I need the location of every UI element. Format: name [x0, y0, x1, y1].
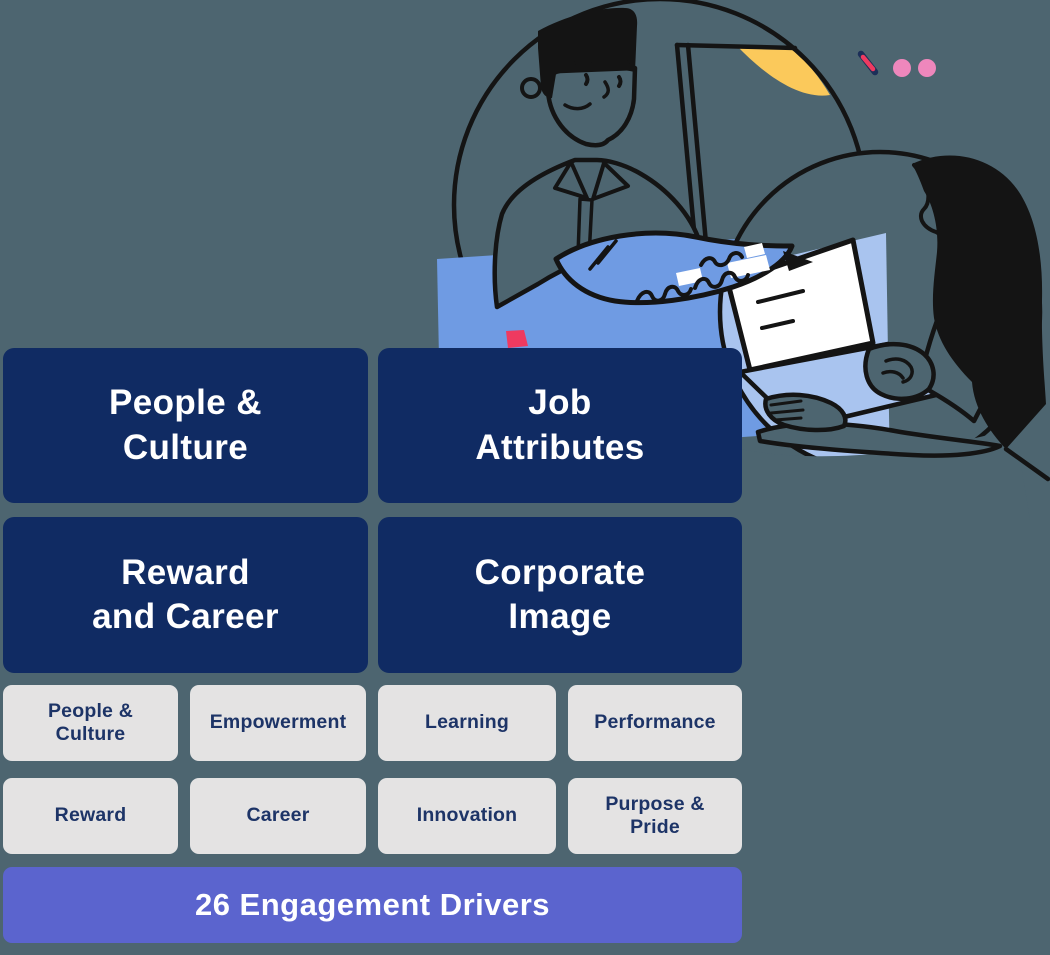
- driver-tile-performance: Performance: [568, 685, 742, 761]
- category-tile-corporate-image: Corporate Image: [378, 517, 742, 673]
- category-tile-people-culture: People & Culture: [3, 348, 368, 503]
- engagement-drivers-banner-label: 26 Engagement Drivers: [194, 887, 551, 922]
- driver-tile-label: People & Culture: [47, 699, 134, 745]
- driver-tile-label: Purpose & Pride: [605, 792, 705, 838]
- woman-hair: [912, 155, 1046, 449]
- engagement-drivers-banner: 26 Engagement Drivers: [3, 867, 742, 943]
- man-arm: [553, 230, 795, 306]
- confetti-shape: [506, 330, 528, 348]
- driver-tile-career: Career: [190, 778, 366, 854]
- category-tile-label: Job Attributes: [475, 383, 645, 467]
- driver-tile-reward: Reward: [3, 778, 178, 854]
- driver-tile-label: Reward: [54, 804, 127, 827]
- woman-hand: [863, 341, 936, 402]
- driver-tile-label: Innovation: [416, 804, 518, 827]
- monitor: [674, 42, 798, 257]
- driver-tile-learning: Learning: [378, 685, 556, 761]
- man-hair: [538, 7, 638, 98]
- pink-dots: [857, 50, 936, 77]
- category-tile-job-attributes: Job Attributes: [378, 348, 742, 503]
- driver-tile-empowerment: Empowerment: [190, 685, 366, 761]
- woman-figure: [735, 155, 1050, 520]
- sun-shape: [737, 46, 830, 96]
- driver-tile-people-culture: People & Culture: [3, 685, 178, 761]
- driver-tile-label: Learning: [425, 711, 509, 734]
- driver-tile-innovation: Innovation: [378, 778, 556, 854]
- driver-tile-label: Performance: [594, 711, 716, 734]
- driver-tile-label: Career: [246, 804, 310, 827]
- driver-tile-purpose-pride: Purpose & Pride: [568, 778, 742, 854]
- category-tile-label: Corporate Image: [474, 552, 646, 636]
- category-tile-label: Reward and Career: [92, 552, 279, 636]
- category-tile-label: People & Culture: [109, 383, 262, 467]
- category-tile-reward-career: Reward and Career: [3, 517, 368, 673]
- man-figure: [492, 7, 813, 310]
- driver-tile-label: Empowerment: [209, 711, 347, 734]
